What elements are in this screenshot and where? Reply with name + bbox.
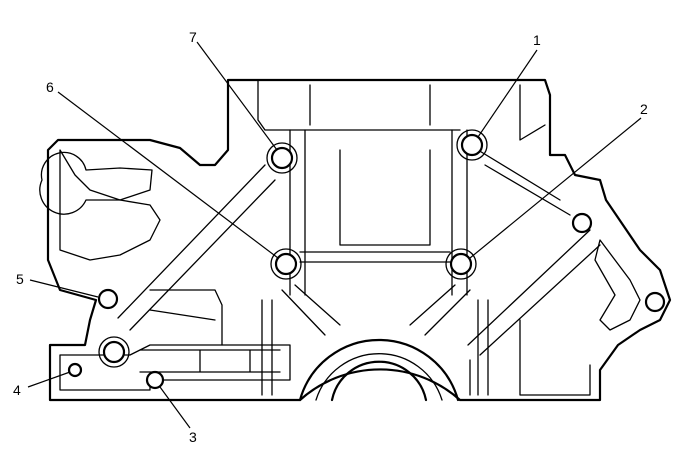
- rib-right-upper: [477, 149, 571, 216]
- leader-5: [29, 279, 99, 298]
- center-columns: [261, 299, 489, 396]
- lower-window: [149, 289, 223, 346]
- callout-labels: 1 2 3 4 5 6 7: [13, 29, 648, 445]
- block-outer-outline: [46, 78, 672, 402]
- bolt-hole-1: [460, 133, 484, 157]
- upper-window: [309, 84, 546, 141]
- deck-rail: [257, 79, 461, 131]
- leader-lines: [27, 41, 642, 429]
- bolt-holes: [67, 129, 666, 390]
- callout-6: 6: [46, 79, 54, 95]
- right-bracket: [594, 239, 641, 331]
- rib-center-right: [409, 284, 471, 336]
- left-bracket-lobe: [39, 151, 153, 215]
- bolt-hole-3: [145, 370, 165, 390]
- callout-1: 1: [533, 32, 541, 48]
- bolt-hole-lower-left: [102, 340, 126, 364]
- bore-window: [339, 149, 431, 246]
- leader-4: [27, 371, 71, 388]
- bolt-hole-6: [274, 252, 298, 276]
- leader-7: [196, 41, 278, 151]
- pan-rail-left-inner: [139, 349, 281, 373]
- callout-3: 3: [189, 429, 197, 445]
- bolt-hole-7: [270, 146, 294, 170]
- bolt-hole-5: [97, 288, 119, 310]
- callout-7: 7: [189, 29, 197, 45]
- pan-rail-right: [469, 319, 591, 396]
- left-bracket: [59, 149, 161, 261]
- leader-6: [57, 91, 279, 259]
- main-bearing-arch: [298, 338, 460, 402]
- callout-4: 4: [13, 382, 21, 398]
- callout-5: 5: [16, 271, 24, 287]
- gallery-bar: [299, 251, 451, 263]
- callout-2: 2: [640, 101, 648, 117]
- bolt-hole-right-upper: [571, 212, 593, 234]
- rib-center-left: [281, 284, 341, 336]
- main-bearing-seat: [330, 360, 428, 402]
- bolt-hole-2: [449, 252, 473, 276]
- leader-2: [469, 117, 642, 259]
- leader-1: [477, 49, 538, 138]
- rib-left-diagonal: [117, 164, 276, 331]
- main-bearing-arch-inner: [315, 353, 443, 401]
- pan-rail-left: [59, 344, 291, 391]
- leader-3: [159, 386, 191, 429]
- bolt-hole-right-lower: [644, 291, 666, 313]
- bolt-hole-4: [67, 362, 83, 378]
